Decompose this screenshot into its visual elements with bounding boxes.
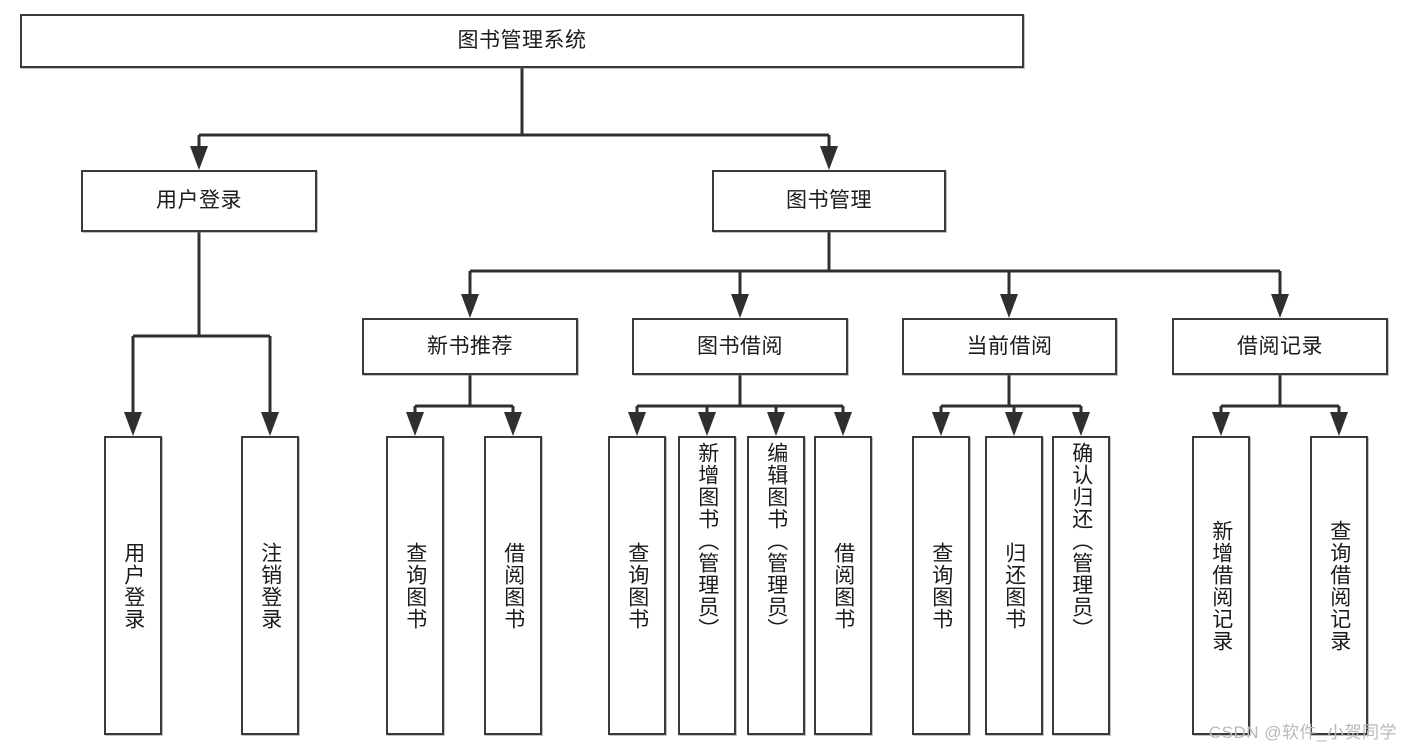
node-label: 当前借阅 bbox=[966, 334, 1053, 358]
arrowhead-icon bbox=[504, 412, 522, 436]
node-label: 用户登录 bbox=[156, 189, 242, 213]
node-label: 查询图书 bbox=[403, 541, 427, 630]
node-leaf-borrow-book-1[interactable]: 借阅图书 bbox=[484, 436, 542, 735]
node-root[interactable]: 图书管理系统 bbox=[20, 14, 1024, 68]
arrowhead-icon bbox=[932, 412, 950, 436]
node-user-login[interactable]: 用户登录 bbox=[81, 170, 317, 232]
arrowhead-icon bbox=[1271, 294, 1289, 318]
watermark-text: CSDN @软件_小贺同学 bbox=[1208, 723, 1397, 742]
node-label: 图书管理 bbox=[786, 189, 872, 213]
arrowhead-icon bbox=[698, 412, 716, 436]
node-leaf-add-book[interactable]: 新增图书（管理员） bbox=[678, 436, 736, 735]
node-label: 查询图书 bbox=[625, 541, 649, 630]
arrowhead-icon bbox=[1000, 294, 1018, 318]
arrowhead-icon bbox=[820, 146, 838, 170]
node-leaf-query-book-1[interactable]: 查询图书 bbox=[386, 436, 444, 735]
arrowhead-icon bbox=[1005, 412, 1023, 436]
arrowhead-icon bbox=[261, 412, 279, 436]
node-book-manage[interactable]: 图书管理 bbox=[712, 170, 946, 232]
node-label: 借阅图书 bbox=[501, 541, 525, 630]
node-label: 图书借阅 bbox=[697, 334, 783, 358]
node-label: 确认归还（管理员） bbox=[1069, 442, 1093, 640]
node-label: 新书推荐 bbox=[427, 334, 513, 358]
arrowhead-icon bbox=[1330, 412, 1348, 436]
node-leaf-return-book[interactable]: 归还图书 bbox=[985, 436, 1043, 735]
node-label: 借阅图书 bbox=[831, 541, 855, 630]
node-leaf-query-book-3[interactable]: 查询图书 bbox=[912, 436, 970, 735]
arrowhead-icon bbox=[731, 294, 749, 318]
node-label: 新增借阅记录 bbox=[1209, 519, 1233, 652]
node-label: 归还图书 bbox=[1002, 541, 1026, 630]
node-label: 借阅记录 bbox=[1237, 334, 1323, 358]
node-leaf-user-logout[interactable]: 注销登录 bbox=[241, 436, 299, 735]
arrowhead-icon bbox=[406, 412, 424, 436]
arrowhead-icon bbox=[1072, 412, 1090, 436]
node-label: 查询图书 bbox=[929, 541, 953, 630]
arrowhead-icon bbox=[628, 412, 646, 436]
node-leaf-query-record[interactable]: 查询借阅记录 bbox=[1310, 436, 1368, 735]
node-leaf-confirm-return[interactable]: 确认归还（管理员） bbox=[1052, 436, 1110, 735]
arrowhead-icon bbox=[834, 412, 852, 436]
arrowhead-icon bbox=[1212, 412, 1230, 436]
node-label: 编辑图书（管理员） bbox=[764, 442, 788, 640]
arrowhead-icon bbox=[190, 146, 208, 170]
node-leaf-add-record[interactable]: 新增借阅记录 bbox=[1192, 436, 1250, 735]
arrowhead-icon bbox=[124, 412, 142, 436]
node-new-book-recommend[interactable]: 新书推荐 bbox=[362, 318, 578, 375]
node-label: 图书管理系统 bbox=[457, 29, 587, 53]
node-book-borrow[interactable]: 图书借阅 bbox=[632, 318, 848, 375]
node-label: 用户登录 bbox=[121, 541, 145, 630]
node-label: 新增图书（管理员） bbox=[695, 442, 719, 640]
node-current-borrow[interactable]: 当前借阅 bbox=[902, 318, 1117, 375]
node-leaf-user-login[interactable]: 用户登录 bbox=[104, 436, 162, 735]
node-label: 注销登录 bbox=[258, 541, 282, 630]
node-leaf-query-book-2[interactable]: 查询图书 bbox=[608, 436, 666, 735]
node-leaf-edit-book[interactable]: 编辑图书（管理员） bbox=[747, 436, 805, 735]
node-leaf-borrow-book-2[interactable]: 借阅图书 bbox=[814, 436, 872, 735]
arrowhead-icon bbox=[461, 294, 479, 318]
node-borrow-record[interactable]: 借阅记录 bbox=[1172, 318, 1388, 375]
arrowhead-icon bbox=[767, 412, 785, 436]
node-label: 查询借阅记录 bbox=[1327, 519, 1351, 652]
